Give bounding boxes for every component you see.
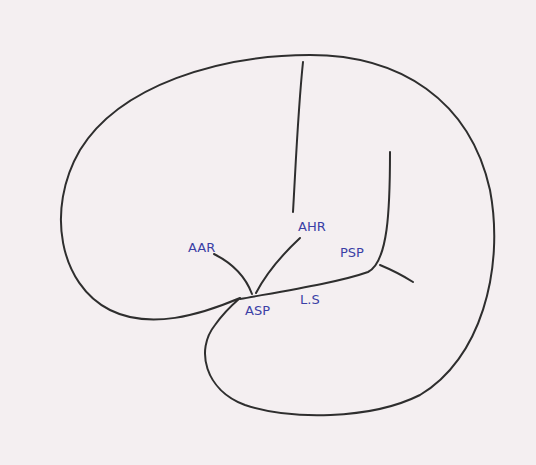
septum-label: L.S [300, 293, 320, 306]
branch-label: AAR [188, 241, 215, 254]
aar-branch [214, 254, 252, 294]
point-label: PSP [340, 246, 364, 259]
point-label: ASP [245, 304, 270, 317]
psp-branch [380, 265, 413, 282]
septum-line [240, 152, 390, 299]
outer-outline [61, 55, 494, 415]
ahr-branch [256, 238, 300, 293]
top-groove [293, 62, 303, 212]
branch-label: AHR [298, 220, 326, 233]
